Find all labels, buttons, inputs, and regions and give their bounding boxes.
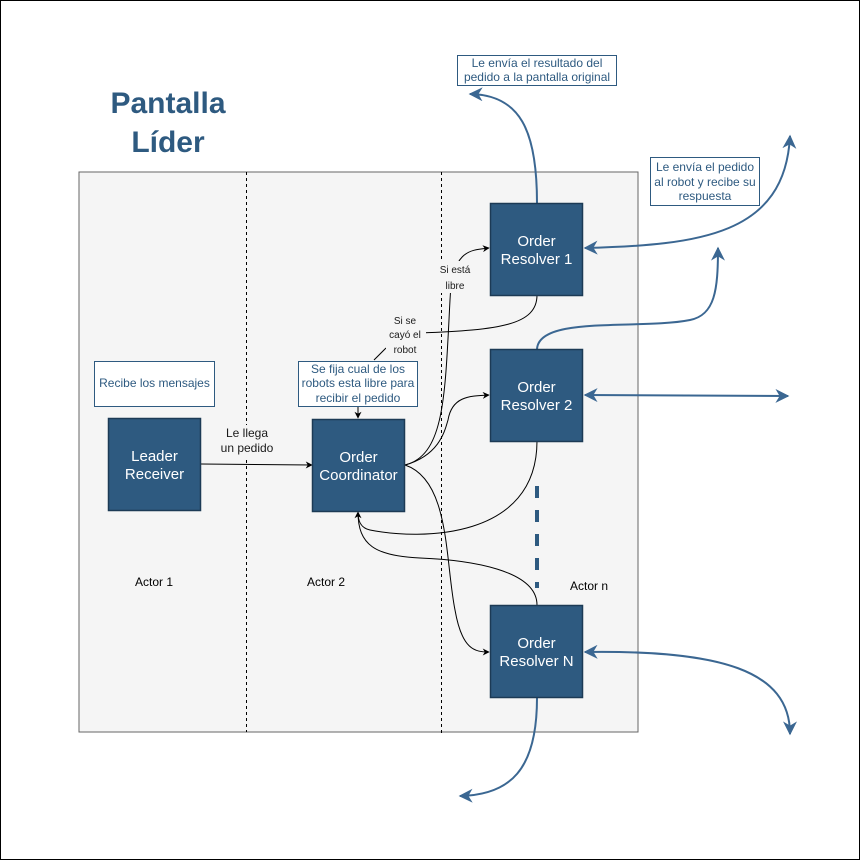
order-coordinator-label-2: Coordinator bbox=[319, 467, 397, 484]
note-result-line2: pedido a la pantalla original bbox=[464, 70, 610, 84]
order-resolver-1-label-2: Resolver 1 bbox=[501, 251, 573, 268]
note-robot-line1: Le envía el pedido bbox=[656, 160, 754, 174]
edge-label-si-esta-libre: Si está libre bbox=[436, 261, 474, 293]
order-resolver-n-label-1: Order bbox=[517, 635, 555, 652]
si-esta-libre-line2: libre bbox=[446, 281, 465, 292]
note-coordinator: Se fija cual de los robots esta libre pa… bbox=[298, 361, 418, 407]
leader-receiver-label-1: Leader bbox=[131, 448, 178, 465]
node-order-resolver-n: Order Resolver N bbox=[489, 604, 584, 699]
edge-coordinator-to-resolvern bbox=[404, 464, 490, 656]
edge-label-le-llega: Le llega un pedido bbox=[218, 425, 276, 457]
si-se-cayo-line1: Si se bbox=[394, 316, 417, 327]
node-leader-receiver: Leader Receiver bbox=[107, 417, 202, 512]
arrow-result-to-original bbox=[468, 87, 538, 204]
edge-resolvern-to-coordinator bbox=[357, 511, 538, 606]
edge-fallback-connector bbox=[373, 347, 387, 361]
leader-receiver-label-2: Receiver bbox=[125, 466, 184, 483]
actor-n-label: Actor n bbox=[570, 579, 608, 593]
edge-resolver2-to-coordinator bbox=[354, 440, 538, 535]
note-receive: Recibe los mensajes bbox=[94, 361, 215, 407]
order-coordinator-label-1: Order bbox=[339, 449, 377, 466]
arrow-resolver2-robot bbox=[583, 388, 790, 403]
node-order-resolver-2: Order Resolver 2 bbox=[489, 348, 584, 443]
title-line2: Líder bbox=[131, 126, 205, 159]
note-result-line1: Le envía el resultado del bbox=[472, 56, 603, 70]
node-order-coordinator: Order Coordinator bbox=[311, 418, 406, 513]
order-resolver-2-label-2: Resolver 2 bbox=[501, 397, 573, 414]
edge-coordinator-to-resolver1 bbox=[404, 245, 490, 466]
arrow-resolver2-up bbox=[536, 246, 725, 351]
note-result-to-original: Le envía el resultado del pedido a la pa… bbox=[457, 55, 617, 86]
title-line1: Pantalla bbox=[110, 87, 225, 120]
note-robot-line3: respuesta bbox=[679, 189, 732, 203]
edge-receiver-to-coordinator bbox=[200, 461, 313, 469]
si-se-cayo-line2: cayó el bbox=[389, 330, 421, 341]
edge-label-si-se-cayo: Si se cayó el robot bbox=[386, 312, 426, 356]
arrow-resolvern-robot bbox=[583, 644, 797, 736]
actor-2-label: Actor 2 bbox=[307, 575, 345, 589]
le-llega-line1: Le llega bbox=[226, 426, 268, 440]
arrow-resolvern-down bbox=[458, 697, 538, 803]
edge-resolver1-fallback bbox=[419, 294, 538, 334]
le-llega-line2: un pedido bbox=[221, 441, 274, 455]
edge-coordinator-to-resolver2 bbox=[404, 391, 490, 466]
note-coordinator-line3: recibir el pedido bbox=[316, 391, 401, 405]
note-coordinator-line2: robots esta libre para bbox=[302, 376, 415, 390]
note-coordinator-line1: Se fija cual de los bbox=[311, 362, 405, 376]
si-se-cayo-line3: robot bbox=[394, 345, 417, 356]
actor-1-label: Actor 1 bbox=[135, 575, 173, 589]
arrow-resolver1-robot bbox=[583, 134, 797, 255]
order-resolver-2-label-1: Order bbox=[517, 379, 555, 396]
note-robot: Le envía el pedido al robot y recibe su … bbox=[650, 157, 760, 206]
order-resolver-1-label-1: Order bbox=[517, 233, 555, 250]
order-resolver-n-label-2: Resolver N bbox=[499, 653, 573, 670]
si-esta-libre-line1: Si está bbox=[440, 265, 471, 276]
note-receive-line1: Recibe los mensajes bbox=[99, 376, 210, 390]
node-order-resolver-1: Order Resolver 1 bbox=[489, 202, 584, 297]
note-robot-line2: al robot y recibe su bbox=[654, 175, 755, 189]
